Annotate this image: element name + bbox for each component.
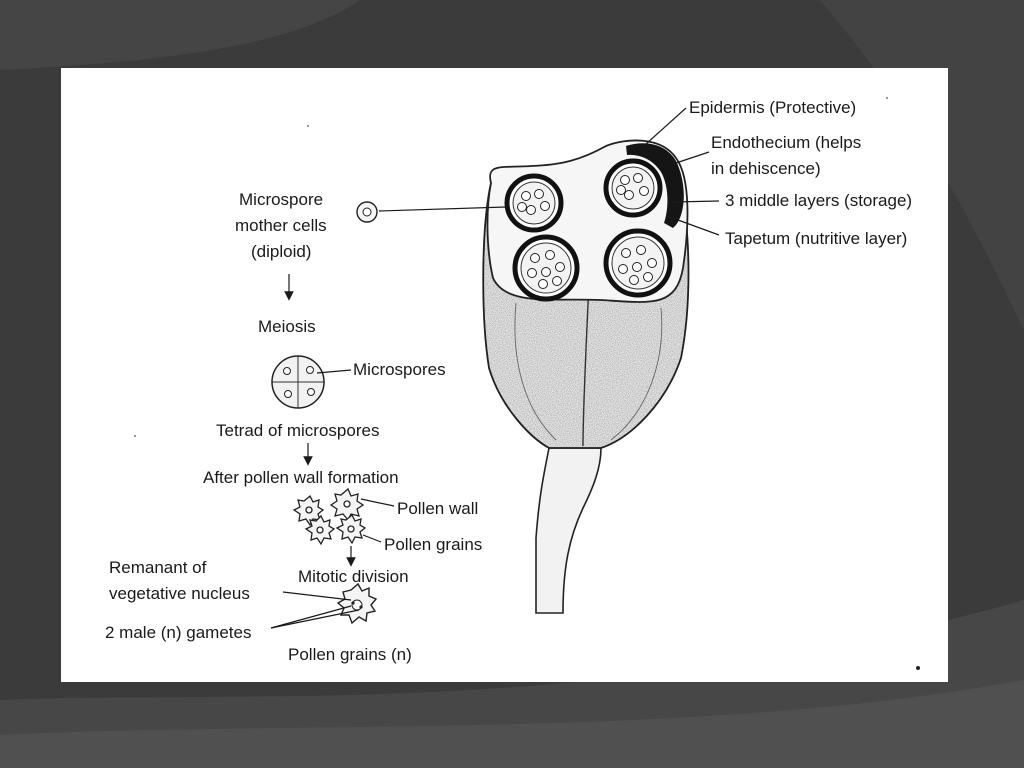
label-pollen-grains: Pollen grains xyxy=(384,535,482,554)
label-pollen-grains-n: Pollen grains (n) xyxy=(288,645,412,664)
microspore-mother-cell xyxy=(356,201,507,223)
anther-lobe-line-left xyxy=(514,302,557,441)
label-after-pollen-wall: After pollen wall formation xyxy=(203,468,399,487)
tetrad-of-microspores xyxy=(271,355,352,409)
label-pollen-wall: Pollen wall xyxy=(397,499,478,518)
pollen-leader-lines xyxy=(360,498,395,543)
speck xyxy=(886,97,888,99)
label-endothecium-line2: in dehiscence) xyxy=(711,159,821,178)
speck xyxy=(134,435,136,437)
anther-leader-lines xyxy=(645,107,720,236)
gamete-leader-lines xyxy=(270,591,360,629)
label-microspore-mother-cells-line3: (diploid) xyxy=(251,242,311,261)
anther-lobe-line-right xyxy=(610,307,663,441)
label-microspores: Microspores xyxy=(353,360,446,379)
label-meiosis: Meiosis xyxy=(258,317,316,336)
pollen-sac-top-right xyxy=(603,158,663,218)
label-middle-layers: 3 middle layers (storage) xyxy=(725,191,912,210)
anther xyxy=(482,139,690,614)
speck xyxy=(307,125,309,127)
label-mitotic-division: Mitotic division xyxy=(298,567,409,586)
label-microspore-mother-cells-line2: mother cells xyxy=(235,216,327,235)
label-tetrad: Tetrad of microspores xyxy=(216,421,379,440)
label-tapetum: Tapetum (nutritive layer) xyxy=(725,229,907,248)
mature-pollen-grain xyxy=(336,582,378,625)
pollen-sac-top-left xyxy=(504,173,564,233)
microsporogenesis-diagram: Epidermis (Protective) Endothecium (help… xyxy=(105,97,920,670)
speck xyxy=(916,666,920,670)
label-male-gametes: 2 male (n) gametes xyxy=(105,623,251,642)
diagram-panel: Epidermis (Protective) Endothecium (help… xyxy=(61,68,948,682)
label-microspore-mother-cells-line1: Microspore xyxy=(239,190,323,209)
epidermis-layer xyxy=(626,143,684,228)
label-remnant-line1: Remanant of xyxy=(109,558,207,577)
pollen-grain xyxy=(304,514,336,546)
pollen-sac-bottom-right xyxy=(603,228,673,298)
label-remnant-line2: vegetative nucleus xyxy=(109,584,250,603)
anther-groove xyxy=(582,282,590,447)
pollen-grain xyxy=(329,487,365,522)
pollen-grain xyxy=(335,513,367,545)
pollen-grain xyxy=(292,494,325,527)
label-epidermis: Epidermis (Protective) xyxy=(689,98,856,117)
filament xyxy=(535,447,602,614)
pollen-sac-bottom-left xyxy=(512,234,580,302)
pollen-grains-group xyxy=(292,487,367,546)
label-endothecium-line1: Endothecium (helps xyxy=(711,133,861,152)
